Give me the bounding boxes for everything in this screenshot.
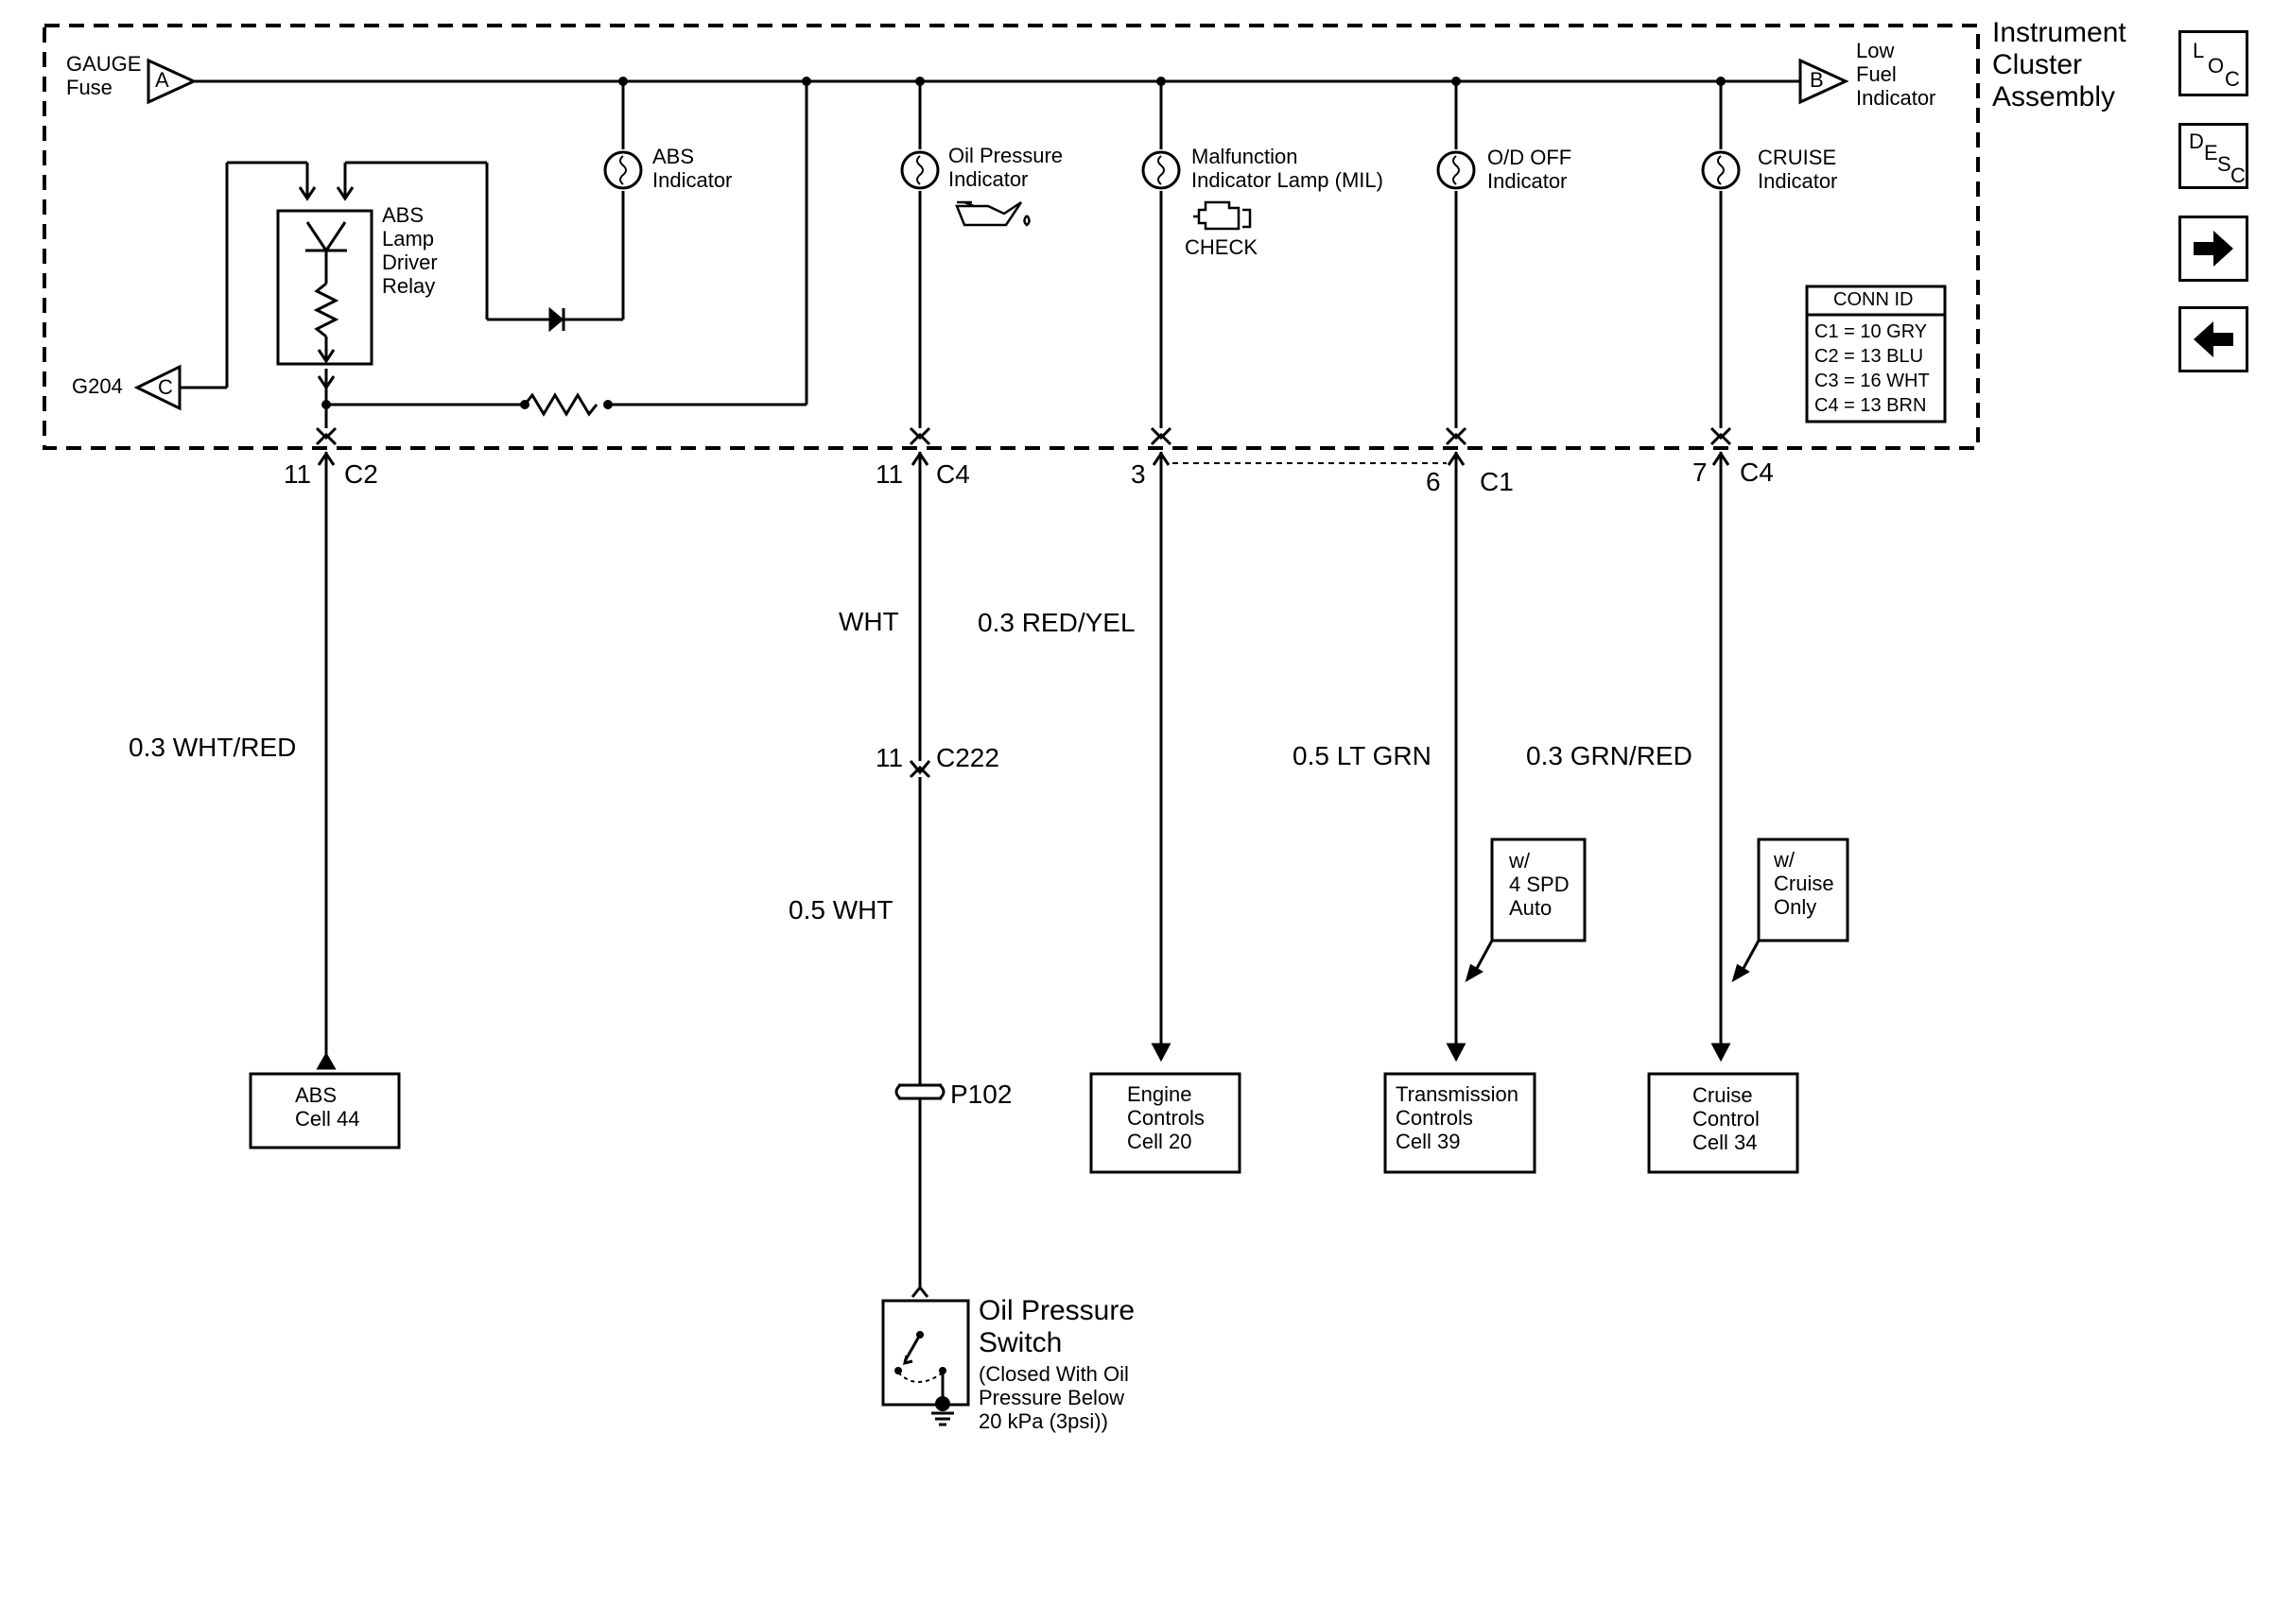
abs-wire bbox=[315, 432, 338, 1070]
location-button[interactable]: L O C bbox=[2178, 30, 2248, 96]
oil-indicator-label: Oil Pressure Indicator bbox=[948, 144, 1064, 191]
fuse-connector-a bbox=[147, 58, 198, 105]
c222-pin-number: 11 bbox=[876, 743, 904, 772]
mil-pin-number: 3 bbox=[1131, 459, 1146, 489]
cruise-indicator-label: CRUISE Indicator bbox=[1758, 146, 1838, 193]
desc-letter-c: C bbox=[2230, 164, 2246, 187]
oil-wire-color-lower: 0.5 WHT bbox=[789, 895, 894, 924]
cruise-pin-connector: C4 bbox=[1740, 458, 1774, 487]
arrow-right-icon bbox=[2194, 231, 2233, 267]
ground-connector-letter: C bbox=[158, 375, 173, 399]
abs-cell-box bbox=[249, 1072, 401, 1149]
relay-output-resistor bbox=[315, 81, 808, 441]
conn-id-row: C2 = 13 BLU bbox=[1814, 346, 1924, 367]
cruise-option-note: w/ Cruise Only bbox=[1774, 848, 1834, 919]
trans-destination-label: Transmission Controls Cell 39 bbox=[1396, 1082, 1518, 1153]
low-fuel-connector-b bbox=[1798, 58, 1849, 105]
desc-letter-s: S bbox=[2217, 152, 2231, 176]
abs-relay bbox=[180, 161, 373, 389]
next-page-button[interactable] bbox=[2178, 216, 2248, 282]
abs-relay-label: ABS Lamp Driver Relay bbox=[382, 203, 438, 298]
trans-note-box bbox=[1490, 838, 1587, 942]
od-branch bbox=[1436, 81, 1476, 1063]
cruise-destination-label: Cruise Control Cell 34 bbox=[1692, 1083, 1760, 1154]
od-wire-color: 0.5 LT GRN bbox=[1293, 741, 1431, 770]
conn-id-row: C4 = 13 BRN bbox=[1814, 395, 1927, 416]
abs-wire-color: 0.3 WHT/RED bbox=[129, 733, 297, 762]
cruise-branch bbox=[1701, 81, 1741, 1063]
description-button[interactable]: D E S C bbox=[2178, 123, 2248, 189]
desc-letter-e: E bbox=[2204, 141, 2218, 164]
mil-label: Malfunction Indicator Lamp (MIL) bbox=[1191, 145, 1383, 192]
engine-destination-label: Engine Controls Cell 20 bbox=[1127, 1082, 1205, 1153]
conn-id-title: CONN ID bbox=[1833, 289, 1914, 310]
cruise-note-pointer bbox=[1731, 940, 1761, 983]
loc-letter-c: C bbox=[2225, 67, 2240, 91]
oil-switch-description: (Closed With Oil Pressure Below 20 kPa (… bbox=[979, 1362, 1129, 1433]
abs-indicator-branch bbox=[336, 81, 643, 333]
conn-id-table bbox=[1805, 285, 1947, 423]
loc-letter-o: O bbox=[2208, 54, 2225, 78]
abs-pin-connector: C2 bbox=[344, 459, 378, 489]
cruise-cell-box bbox=[1647, 1072, 1799, 1174]
trans-cell-box bbox=[1383, 1072, 1536, 1174]
ground-connector-c bbox=[133, 364, 182, 411]
od-pin-number: 6 bbox=[1426, 467, 1441, 496]
oil-wire-color-upper: WHT bbox=[839, 607, 899, 636]
oil-indicator-branch bbox=[894, 81, 946, 1298]
fuse-connector-letter: A bbox=[155, 68, 169, 92]
trans-note-pointer bbox=[1465, 940, 1494, 983]
abs-pin-number: 11 bbox=[284, 459, 312, 489]
conn-id-row: C1 = 10 GRY bbox=[1814, 321, 1928, 342]
oil-pin-connector: C4 bbox=[936, 459, 970, 489]
abs-indicator-label: ABS Indicator bbox=[652, 145, 733, 192]
instrument-cluster-title: Instrument Cluster Assembly bbox=[1992, 17, 2126, 112]
od-pin-connector: C1 bbox=[1480, 467, 1514, 496]
gauge-fuse-label: GAUGE Fuse bbox=[66, 52, 142, 99]
cruise-wire-color: 0.3 GRN/RED bbox=[1526, 741, 1692, 770]
p102-label: P102 bbox=[950, 1080, 1013, 1109]
low-fuel-indicator-label: Low Fuel Indicator bbox=[1856, 39, 1936, 110]
cluster-boundary bbox=[43, 24, 1980, 450]
cruise-note-box bbox=[1757, 838, 1849, 942]
oil-switch-title: Oil Pressure Switch bbox=[979, 1295, 1136, 1358]
mil-check-text: CHECK bbox=[1185, 235, 1258, 259]
low-fuel-connector-letter: B bbox=[1810, 68, 1824, 92]
mil-branch bbox=[1141, 81, 1447, 1063]
ground-g204-label: G204 bbox=[72, 374, 123, 398]
od-off-indicator-label: O/D OFF Indicator bbox=[1487, 146, 1572, 193]
oil-pressure-switch bbox=[881, 1299, 970, 1426]
engine-icon bbox=[1193, 200, 1252, 231]
c222-connector: C222 bbox=[936, 743, 999, 772]
previous-page-button[interactable] bbox=[2178, 306, 2248, 372]
cruise-pin-number: 7 bbox=[1692, 458, 1708, 487]
loc-letter-l: L bbox=[2193, 39, 2205, 62]
engine-cell-box bbox=[1089, 1072, 1241, 1174]
conn-id-row: C3 = 16 WHT bbox=[1814, 371, 1930, 391]
oil-pin-number: 11 bbox=[876, 459, 904, 489]
arrow-left-icon bbox=[2194, 321, 2233, 357]
desc-letter-d: D bbox=[2189, 130, 2204, 153]
abs-destination-label: ABS Cell 44 bbox=[295, 1083, 360, 1131]
oil-can-icon bbox=[955, 200, 1031, 227]
mil-wire-color: 0.3 RED/YEL bbox=[978, 608, 1136, 637]
trans-option-note: w/ 4 SPD Auto bbox=[1509, 849, 1570, 920]
